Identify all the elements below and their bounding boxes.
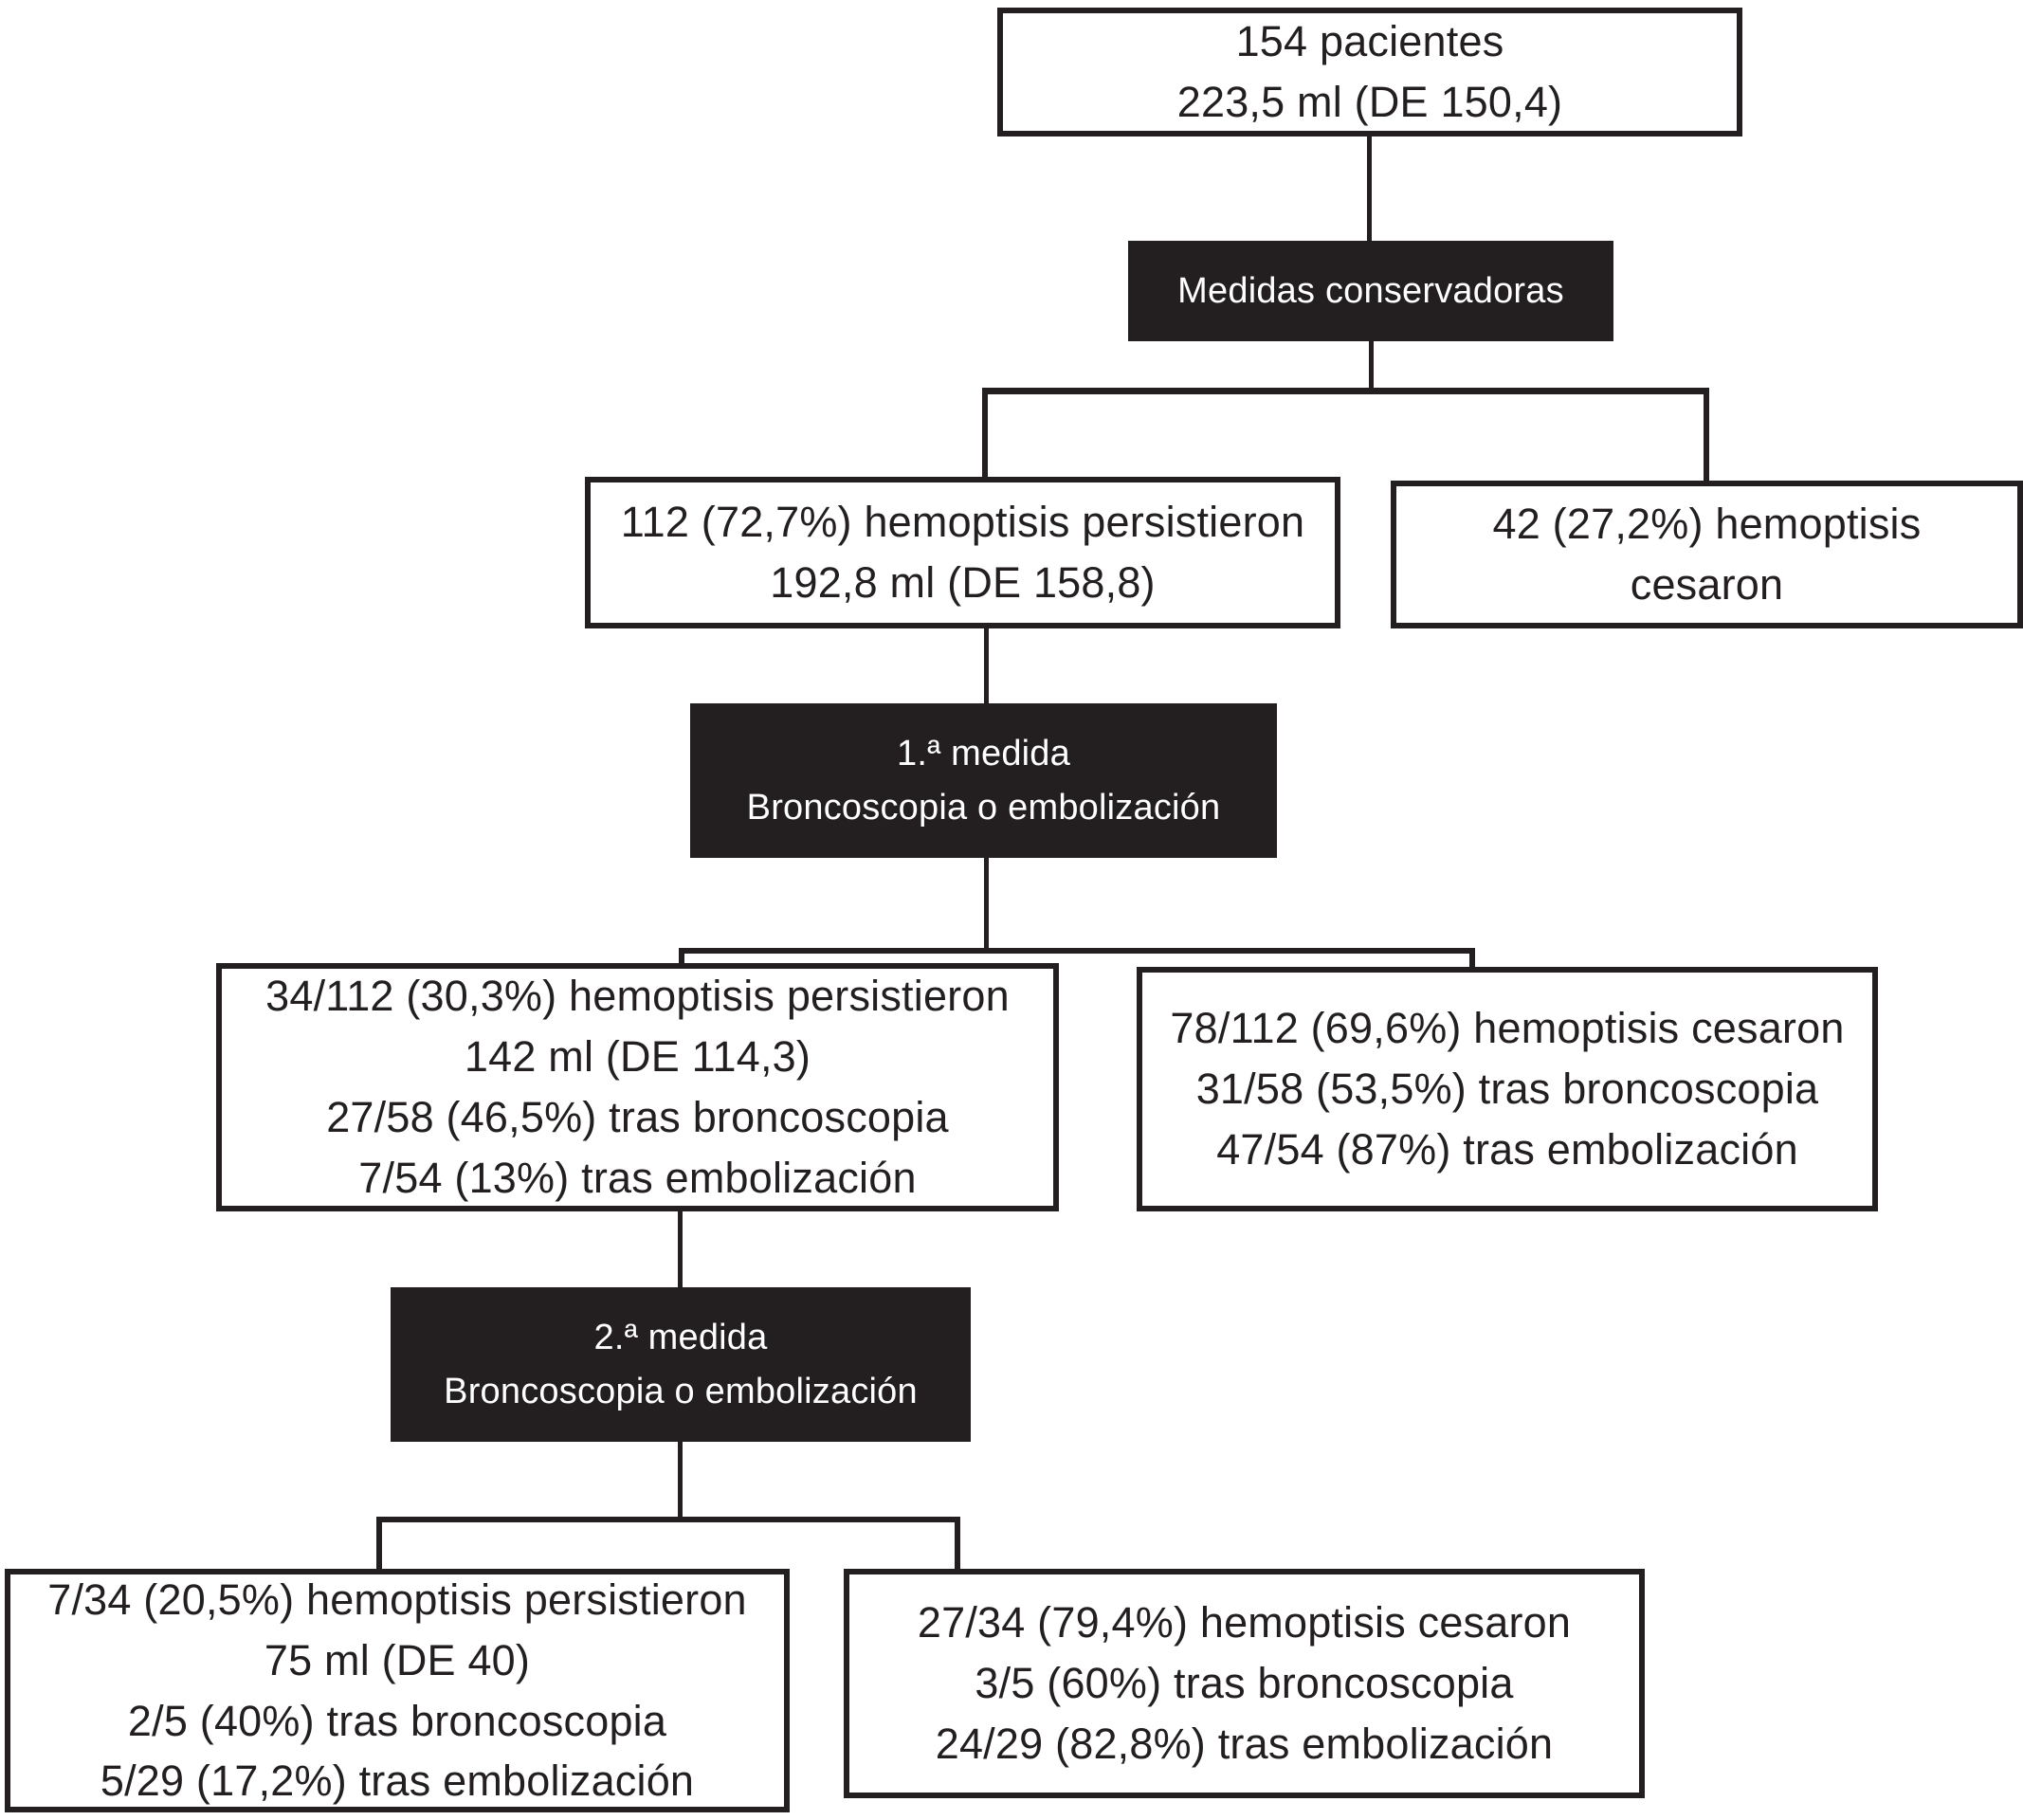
node-text-line: 1.ª medida: [897, 733, 1070, 774]
node-text-line: 142 ml (DE 114,3): [464, 1032, 811, 1082]
node-text-line: 42 (27,2%) hemoptisis: [1492, 500, 1922, 549]
connector-branch1-horizontal: [982, 388, 1709, 394]
node-text-line: 47/54 (87%) tras embolización: [1216, 1124, 1798, 1174]
node-text-line: 34/112 (30,3%) hemoptisis persistieron: [265, 972, 1010, 1021]
node-text-line: 78/112 (69,6%) hemoptisis cesaron: [1170, 1004, 1845, 1053]
connector-branch1-left-drop: [982, 388, 988, 479]
connector-conservadoras-stem: [1369, 341, 1374, 391]
node-text-line: 2.ª medida: [593, 1317, 768, 1357]
node-text-line: Broncoscopia o embolización: [444, 1371, 918, 1411]
node-text-line: 154 pacientes: [1235, 17, 1504, 66]
node-hemoptisis-persistieron-3: 7/34 (20,5%) hemoptisis persistieron 75 …: [5, 1569, 790, 1812]
node-text-line: cesaron: [1630, 560, 1784, 609]
node-text-line: 75 ml (DE 40): [264, 1635, 531, 1684]
connector-branch3-horizontal: [376, 1517, 960, 1522]
connector-branch3-right-drop: [955, 1517, 960, 1570]
node-text-line: 192,8 ml (DE 158,8): [770, 558, 1156, 607]
node-text-line: Broncoscopia o embolización: [746, 787, 1221, 828]
connector-branch2-horizontal: [679, 948, 1475, 954]
connector-medida2-stem: [678, 1442, 683, 1522]
node-text-line: 223,5 ml (DE 150,4): [1176, 78, 1563, 126]
node-text-line: 27/58 (46,5%) tras broncoscopia: [326, 1093, 949, 1141]
node-text-line: 31/58 (53,5%) tras broncoscopia: [1195, 1065, 1819, 1114]
node-patients-total: 154 pacientes 223,5 ml (DE 150,4): [997, 8, 1742, 136]
node-hemoptisis-cesaron-1: 42 (27,2%) hemoptisis cesaron: [1391, 481, 2023, 628]
node-hemoptisis-persistieron-1: 112 (72,7%) hemoptisis persistieron 192,…: [585, 477, 1340, 628]
connector-medida1-stem: [984, 858, 989, 954]
connector-branch1-right-drop: [1704, 388, 1709, 482]
node-text-line: 5/29 (17,2%) tras embolización: [100, 1756, 695, 1806]
connector-branch2-right-drop: [1469, 948, 1475, 969]
connector-branch3-left-drop: [376, 1517, 382, 1570]
node-text-line: 112 (72,7%) hemoptisis persistieron: [620, 498, 1305, 547]
node-primera-medida: 1.ª medida Broncoscopia o embolización: [690, 703, 1277, 858]
node-text-line: Medidas conservadoras: [1177, 270, 1564, 311]
node-text-line: 7/34 (20,5%) hemoptisis persistieron: [47, 1574, 747, 1624]
node-medidas-conservadoras: Medidas conservadoras: [1128, 241, 1613, 341]
node-text-line: 7/54 (13%) tras embolización: [358, 1153, 917, 1202]
connector-persist2-to-medida2: [678, 1211, 683, 1288]
connector-root-to-conservadoras: [1367, 136, 1372, 243]
node-text-line: 3/5 (60%) tras broncoscopia: [975, 1659, 1514, 1708]
node-segunda-medida: 2.ª medida Broncoscopia o embolización: [391, 1287, 971, 1442]
node-hemoptisis-persistieron-2: 34/112 (30,3%) hemoptisis persistieron 1…: [216, 963, 1059, 1211]
node-text-line: 24/29 (82,8%) tras embolización: [935, 1719, 1554, 1768]
node-hemoptisis-cesaron-3: 27/34 (79,4%) hemoptisis cesaron 3/5 (60…: [844, 1569, 1645, 1798]
connector-branch2-left-drop: [679, 948, 684, 965]
node-hemoptisis-cesaron-2: 78/112 (69,6%) hemoptisis cesaron 31/58 …: [1137, 967, 1878, 1211]
connector-persist1-to-medida1: [984, 628, 989, 705]
node-text-line: 2/5 (40%) tras broncoscopia: [127, 1696, 667, 1745]
node-text-line: 27/34 (79,4%) hemoptisis cesaron: [917, 1598, 1572, 1647]
